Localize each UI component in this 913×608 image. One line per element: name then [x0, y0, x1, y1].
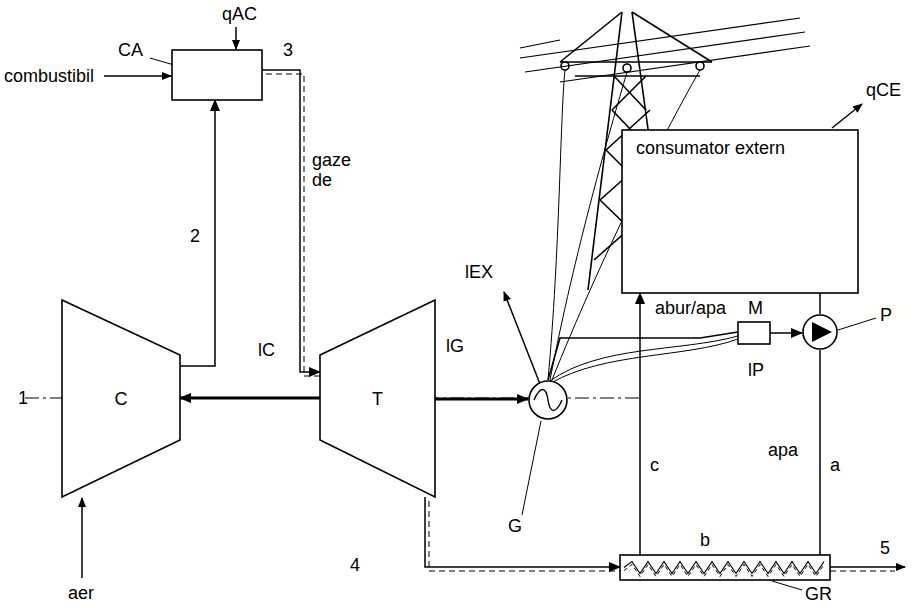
- exhaust-out-dashed: [830, 571, 895, 572]
- edge-label: lC: [258, 340, 275, 360]
- callout-label: 3: [283, 40, 293, 60]
- heat-recovery-exchanger: GR: [620, 555, 830, 580]
- turbine: T: [320, 300, 435, 497]
- node-label: M: [748, 298, 763, 318]
- pump-shape: [802, 314, 838, 350]
- external-consumer: consumator extern: [622, 130, 858, 293]
- connector: [819, 293, 821, 314]
- connector: [180, 397, 320, 400]
- node-label: T: [372, 389, 383, 409]
- callout-label: b: [700, 530, 710, 550]
- connector: [819, 350, 821, 555]
- node-label: G: [508, 516, 522, 536]
- node-label: GR: [805, 584, 832, 604]
- edge-label: c: [650, 455, 659, 475]
- combustion-chamber-shape: [172, 50, 262, 100]
- connector: [262, 70, 320, 372]
- heat-output-arrow: [832, 104, 862, 128]
- callout-label: 4: [350, 555, 360, 575]
- connector: [425, 497, 620, 567]
- heat-input-arrow: [235, 27, 237, 49]
- fuel-arrow: [104, 75, 171, 77]
- power-export-arrow: [504, 292, 540, 384]
- exhaust-out: [830, 566, 905, 568]
- node-label: C: [115, 389, 128, 409]
- transmission-lines: [520, 18, 810, 82]
- edge-label: lG: [446, 336, 464, 356]
- connector: [435, 398, 528, 401]
- leader-lines: [150, 58, 876, 590]
- heat-recovery-exchanger-shape: [620, 555, 830, 580]
- callout-label: 5: [880, 538, 890, 558]
- callout-label: qCE: [866, 80, 901, 100]
- connector: [180, 100, 215, 366]
- edge-label: gaze de: [312, 150, 360, 190]
- node-label: P: [880, 305, 892, 325]
- connector: [770, 332, 802, 334]
- callout-label: lEX: [465, 262, 493, 282]
- callout-label: apa: [768, 440, 798, 460]
- connector: [548, 332, 738, 380]
- callout-label: abur/apa: [655, 298, 726, 318]
- pump: P: [802, 314, 838, 350]
- edge-label: a: [830, 455, 840, 475]
- callout-label: qAC: [222, 4, 257, 24]
- air-inlet-arrow: [81, 498, 83, 578]
- combustion-chamber: CA: [172, 50, 262, 100]
- edge-label: 2: [190, 226, 200, 246]
- callout-label: aer: [68, 583, 94, 603]
- generator-shape: [528, 380, 568, 420]
- motor: M: [738, 322, 770, 344]
- gas-flow-dashes: [429, 501, 624, 571]
- callout-label: combustibil: [4, 66, 94, 86]
- connector: [639, 293, 641, 555]
- compressor: C: [62, 300, 180, 497]
- gas-flow-dashes: [266, 74, 324, 376]
- node-label: consumator extern: [636, 138, 785, 158]
- node-label: CA: [118, 40, 143, 60]
- callout-label: 1: [18, 388, 28, 408]
- generator: G: [528, 380, 568, 420]
- motor-shape: [738, 322, 770, 344]
- callout-label: lP: [748, 360, 764, 380]
